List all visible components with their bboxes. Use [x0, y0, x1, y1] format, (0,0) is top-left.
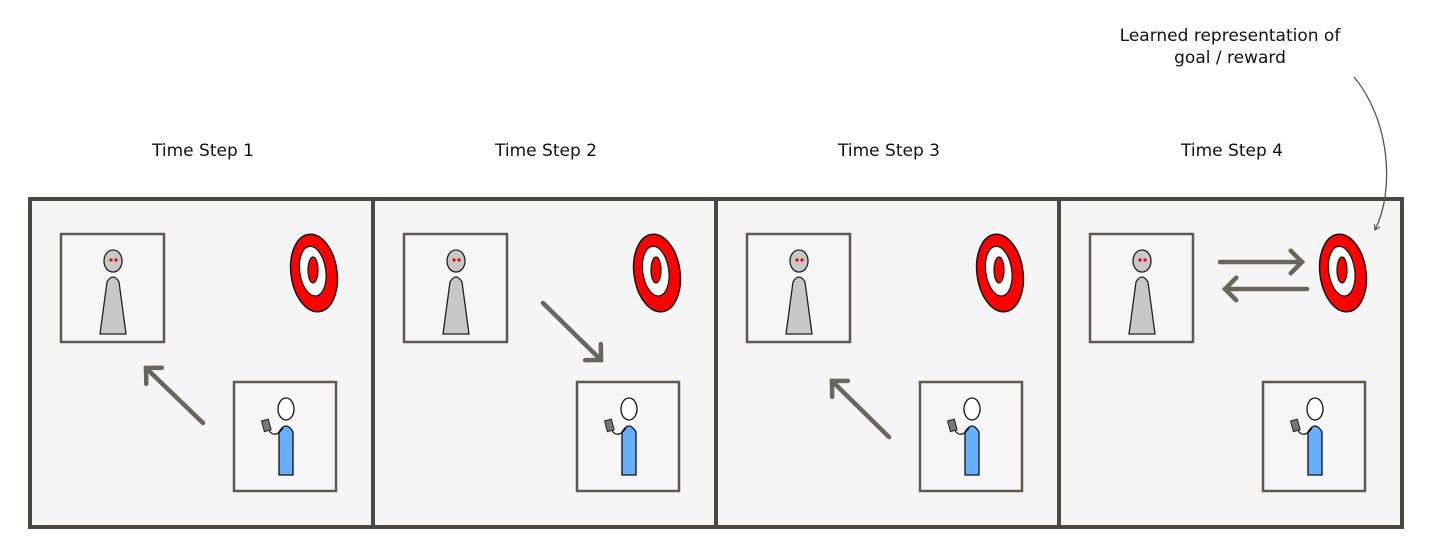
- human-with-phone-icon: [1261, 380, 1367, 493]
- target-goal-icon: [1318, 233, 1368, 313]
- human-with-phone-icon: [575, 380, 681, 493]
- time-step-label: Time Step 4: [1180, 141, 1283, 161]
- annotation-line-2: goal / reward: [1174, 48, 1286, 68]
- time-step-panel-4: Time Step 4: [1057, 141, 1404, 529]
- time-step-panel-3: Time Step 3: [714, 141, 1061, 529]
- human-with-phone-icon: [232, 380, 338, 493]
- time-step-panel-1: Time Step 1: [28, 141, 375, 529]
- time-step-label: Time Step 2: [494, 141, 597, 161]
- robot-icon: [745, 232, 852, 344]
- time-step-label: Time Step 3: [837, 141, 940, 161]
- arrow-human-to-robot: [143, 365, 206, 426]
- annotation-line-1: Learned representation of: [1120, 26, 1342, 46]
- robot-icon: [1088, 232, 1195, 344]
- time-step-label: Time Step 1: [151, 141, 254, 161]
- annotation-pointer-arrow: [1353, 76, 1388, 232]
- robot-icon: [402, 232, 509, 344]
- human-with-phone-icon: [918, 380, 1024, 493]
- arrow-human-to-robot: [829, 378, 892, 440]
- time-step-panel-2: Time Step 2: [371, 141, 718, 529]
- arrow-robot-to-human: [540, 300, 604, 363]
- target-goal-icon: [632, 233, 682, 313]
- robot-icon: [59, 232, 166, 344]
- target-goal-icon: [975, 233, 1025, 313]
- target-goal-icon: [289, 233, 339, 313]
